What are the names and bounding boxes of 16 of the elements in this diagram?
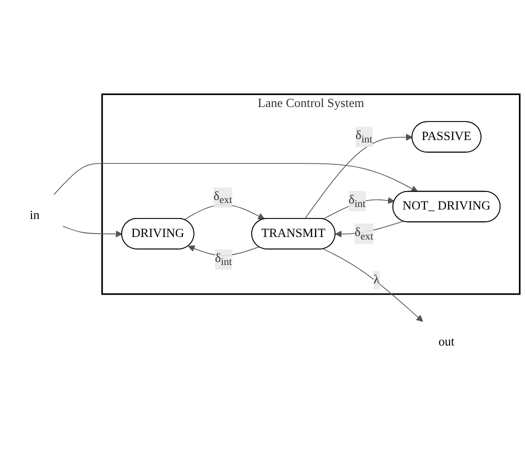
arrow (335, 220, 404, 237)
edge-label: δ$_{int}$ (348, 192, 366, 209)
arrow (62, 225, 122, 237)
edge-label: δ$_{int}$ (214, 251, 232, 267)
edge-label: δ$_{ext}$ (213, 189, 232, 206)
edge-label: δ$_{ext}$ (354, 225, 374, 242)
arrow (322, 196, 395, 219)
node-text: in (30, 208, 40, 222)
edge-label: λ (373, 272, 380, 286)
node-text: out (438, 335, 454, 348)
arrow (304, 133, 413, 219)
arrow (323, 248, 424, 322)
arrow (184, 204, 265, 220)
arrow (188, 244, 260, 256)
arrow (54, 162, 418, 194)
edge-label: δ$_{int}$ (355, 128, 372, 144)
